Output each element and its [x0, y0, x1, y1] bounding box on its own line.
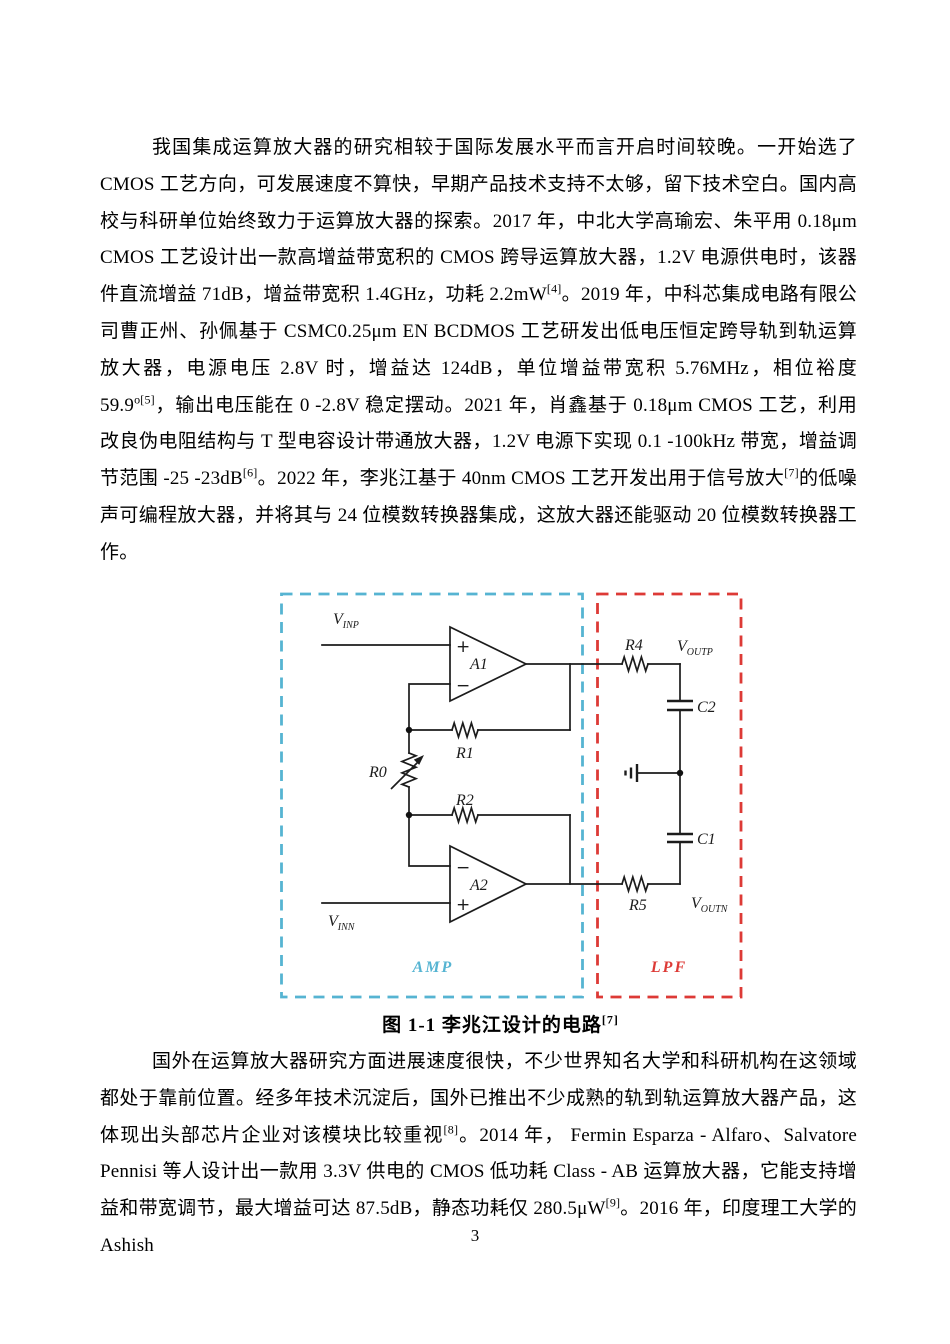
amp-region-box: [280, 592, 584, 999]
opamp-a2-symbol: [449, 844, 528, 924]
figure-caption-text: 图 1-1 李兆江设计的电路: [382, 1015, 602, 1036]
ground-symbol: [624, 764, 639, 782]
junction-dot: [676, 769, 684, 777]
figure-caption: 图 1-1 李兆江设计的电路[7]: [122, 1010, 879, 1037]
junction-dot: [405, 811, 413, 819]
label-r5: R5: [628, 897, 647, 914]
resistor-r2: [450, 805, 480, 825]
a2-inverting-wire: [408, 814, 451, 867]
label-lpf-region: LPF: [650, 959, 687, 976]
label-a2: A2: [469, 877, 488, 894]
label-amp-region: AMP: [412, 959, 454, 976]
page-number: 3: [470, 1226, 480, 1245]
a1-plus-sign: +: [456, 637, 470, 657]
resistor-r1: [450, 720, 480, 740]
figure-caption-ref: [7]: [601, 1012, 619, 1027]
lpf-region-box: [596, 592, 743, 999]
resistor-r5: [620, 874, 650, 894]
a2-plus-sign: +: [456, 895, 470, 915]
label-voutp: VOUTP: [677, 638, 713, 658]
label-r1: R1: [455, 745, 474, 762]
capacitor-c1: [667, 832, 693, 844]
a2-minus-sign: −: [456, 858, 470, 878]
label-a1: A1: [469, 656, 488, 673]
opamp-a1-symbol: [449, 625, 528, 703]
resistor-r4: [620, 654, 650, 674]
label-vinp: VINP: [333, 611, 359, 631]
label-voutn: VOUTN: [691, 895, 729, 915]
paragraph-international-research: 国外在运算放大器研究方面进展速度很快，不少世界知名大学和科研机构在这领域都处于靠…: [100, 1051, 858, 1256]
label-c2: C2: [697, 699, 716, 716]
a1-minus-sign: −: [456, 676, 470, 696]
capacitor-c2: [667, 699, 693, 712]
a1-inverting-wire: [408, 683, 451, 731]
label-r0: R0: [368, 764, 387, 781]
figure-1-1-circuit: VINP VINN VOUTP VOUTN + − A1 − + A2 R0 R…: [270, 580, 750, 1010]
label-vinn: VINN: [328, 913, 356, 933]
r0-arrow-head: [413, 755, 424, 765]
label-c1: C1: [697, 831, 716, 848]
label-r2: R2: [455, 792, 474, 809]
r0-arrow-shaft: [390, 761, 419, 790]
paragraph-domestic-research: 我国集成运算放大器的研究相较于国际发展水平而言开启时间较晚。一开始选了 CMOS…: [100, 137, 857, 563]
junction-dot: [405, 726, 413, 734]
circuit-diagram: VINP VINN VOUTP VOUTN + − A1 − + A2 R0 R…: [280, 592, 743, 999]
label-r4: R4: [624, 637, 643, 654]
